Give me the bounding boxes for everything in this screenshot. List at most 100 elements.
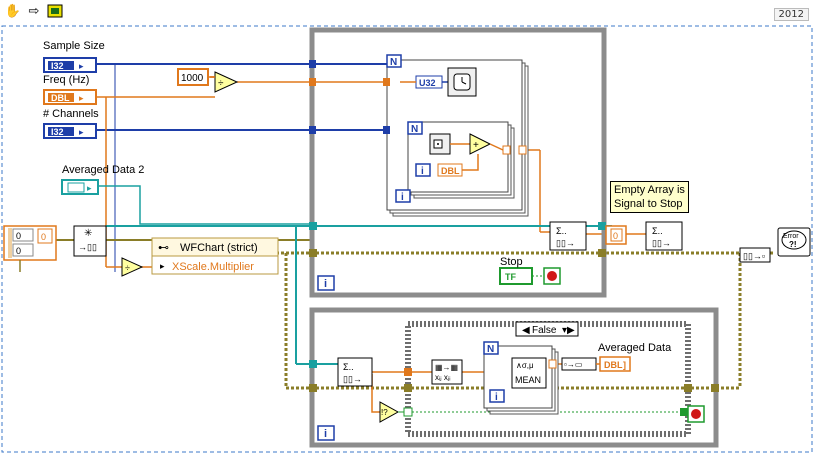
simple-error-handler[interactable]: Error ?! bbox=[777, 227, 811, 257]
block-diagram: N N U32 DBL + i i i bbox=[0, 22, 815, 455]
channels-label: # Channels bbox=[43, 108, 99, 120]
inner-i-terminal: i bbox=[415, 163, 431, 177]
thousand-text: 1000 bbox=[181, 73, 204, 84]
sample-size-label: Sample Size bbox=[43, 40, 105, 52]
empty-array-note: Empty Array is Signal to Stop bbox=[610, 181, 689, 213]
averaged-data-2-label: Averaged Data 2 bbox=[62, 164, 145, 176]
freq-type: DBL bbox=[51, 93, 70, 103]
stop-control[interactable]: TF bbox=[499, 267, 533, 285]
svg-text:∧σ,μ: ∧σ,μ bbox=[516, 361, 534, 370]
svg-text:Σ..: Σ.. bbox=[556, 226, 567, 236]
note-line-1: Empty Array is bbox=[614, 184, 685, 196]
stop-tf-text: TF bbox=[505, 272, 516, 282]
svg-text:▯▯→▫: ▯▯→▫ bbox=[743, 251, 765, 261]
outer-i-text: i bbox=[401, 192, 404, 203]
svg-text:?!: ?! bbox=[789, 240, 797, 249]
outer-i-terminal: i bbox=[395, 189, 411, 203]
lower-n-text: N bbox=[487, 344, 494, 355]
averaged-data-type: DBL bbox=[604, 360, 623, 370]
svg-text:▸: ▸ bbox=[79, 93, 84, 103]
svg-text:xᵢⱼ xⱼᵢ: xᵢⱼ xⱼᵢ bbox=[435, 373, 451, 382]
lower-n-terminal: N bbox=[483, 341, 499, 355]
svg-text:▯▯→: ▯▯→ bbox=[343, 374, 362, 384]
toolbar: ✋ ⇨ 2012 bbox=[0, 0, 815, 22]
stop-label: Stop bbox=[500, 256, 523, 268]
divide-node[interactable]: ÷ bbox=[214, 71, 239, 93]
svg-text:÷: ÷ bbox=[125, 263, 130, 273]
diagram-frame bbox=[1, 25, 813, 453]
empty-array-constant[interactable]: 0 bbox=[605, 225, 627, 245]
build-array-node[interactable]: ▫→▭ bbox=[561, 357, 597, 371]
svg-text:▯▯→: ▯▯→ bbox=[652, 238, 671, 248]
diagram-canvas: N N U32 DBL + i i i bbox=[1, 25, 813, 453]
averaged-data-indicator[interactable]: DBL ] bbox=[599, 356, 631, 372]
wait-ms-node[interactable] bbox=[447, 67, 477, 97]
empty-array-check-node[interactable]: !? bbox=[379, 401, 400, 423]
array-constant[interactable]: 0 0 0 bbox=[3, 225, 57, 261]
note-line-2: Signal to Stop bbox=[614, 198, 683, 210]
block-diagram-icon[interactable] bbox=[46, 3, 64, 19]
property-node-property: XScale.Multiplier bbox=[172, 261, 254, 273]
arrow-icon[interactable]: ⇨ bbox=[28, 3, 40, 18]
transpose-node[interactable]: ▦→▦ xᵢⱼ xⱼᵢ bbox=[431, 359, 463, 385]
lower-stop-terminal[interactable] bbox=[687, 405, 705, 423]
freq-label: Freq (Hz) bbox=[43, 74, 90, 86]
averaged-data-label: Averaged Data bbox=[598, 342, 672, 354]
svg-text:▦→▦: ▦→▦ bbox=[435, 363, 458, 372]
sample-size-control[interactable]: I32 ▸ bbox=[43, 57, 97, 73]
channels-control[interactable]: I32 ▸ bbox=[43, 123, 97, 139]
u32-text: U32 bbox=[419, 78, 436, 88]
svg-text:▫→▭: ▫→▭ bbox=[564, 360, 582, 369]
divide-node-2[interactable]: ÷ bbox=[121, 257, 144, 277]
mean-node[interactable]: ∧σ,μ MEAN bbox=[511, 357, 547, 389]
freq-control[interactable]: DBL ▸ bbox=[43, 89, 97, 105]
svg-text:✳: ✳ bbox=[84, 228, 92, 239]
dequeue-node[interactable]: Σ.. ▯▯→ bbox=[337, 357, 373, 387]
index-1: 0 bbox=[16, 246, 21, 256]
case-selector[interactable]: ◀ False ▾▶ bbox=[515, 321, 579, 337]
release-queue-node[interactable]: ▯▯→▫ bbox=[739, 247, 771, 263]
enqueue-node[interactable]: Σ.. ▯▯→ bbox=[549, 221, 587, 251]
dbl-text: DBL bbox=[441, 166, 460, 176]
svg-text:]: ] bbox=[623, 360, 626, 370]
outer-n-terminal: N bbox=[386, 54, 402, 68]
inner-n-terminal: N bbox=[407, 121, 423, 135]
error-handler-text: Error bbox=[783, 233, 799, 240]
property-node-title: WFChart (strict) bbox=[180, 242, 258, 254]
dbl-convert-node[interactable]: DBL bbox=[437, 163, 463, 177]
data-out-wire bbox=[528, 149, 608, 235]
upper-while-loop[interactable] bbox=[309, 27, 607, 298]
empty-array-value: 0 bbox=[613, 231, 618, 241]
thousand-constant[interactable]: 1000 bbox=[177, 68, 209, 86]
comparison-text: !? bbox=[381, 408, 388, 417]
lower-while-loop[interactable] bbox=[309, 307, 719, 448]
upper-i-text: i bbox=[324, 278, 327, 290]
upper-loop-tunnels bbox=[309, 60, 606, 257]
upper-stop-terminal[interactable] bbox=[543, 267, 561, 285]
hand-icon[interactable]: ✋ bbox=[4, 3, 22, 18]
upper-loop-i-terminal: i bbox=[317, 275, 335, 291]
index-0: 0 bbox=[16, 231, 21, 241]
svg-text:÷: ÷ bbox=[218, 78, 224, 89]
svg-text:▾▶: ▾▶ bbox=[562, 325, 575, 336]
inner-for-loop[interactable] bbox=[407, 121, 515, 199]
lower-for-i-terminal: i bbox=[489, 389, 505, 403]
random-number-node[interactable] bbox=[429, 133, 451, 155]
lower-loop-i-terminal: i bbox=[317, 425, 335, 441]
svg-text:◀: ◀ bbox=[522, 325, 530, 336]
svg-text:→▯▯: →▯▯ bbox=[78, 242, 97, 252]
u32-convert-node[interactable]: U32 bbox=[415, 75, 443, 89]
mean-text: MEAN bbox=[515, 375, 541, 385]
svg-text:Σ..: Σ.. bbox=[343, 362, 354, 372]
enqueue-node-2[interactable]: Σ.. ▯▯→ bbox=[645, 221, 683, 251]
obtain-queue-node[interactable]: ✳ →▯▯ bbox=[73, 225, 107, 257]
svg-text:▸: ▸ bbox=[79, 127, 84, 137]
version-year: 2012 bbox=[773, 8, 809, 21]
averaged-data-2-wire bbox=[98, 185, 315, 225]
svg-text:▸: ▸ bbox=[87, 183, 92, 193]
case-selector-text: False bbox=[532, 325, 557, 336]
add-node[interactable]: + bbox=[469, 133, 492, 155]
outer-n-text: N bbox=[390, 57, 397, 68]
averaged-data-2-reference[interactable]: ▸ bbox=[61, 179, 99, 195]
wfchart-property-node[interactable]: ⊷ WFChart (strict) ▸ XScale.Multiplier bbox=[151, 237, 279, 275]
